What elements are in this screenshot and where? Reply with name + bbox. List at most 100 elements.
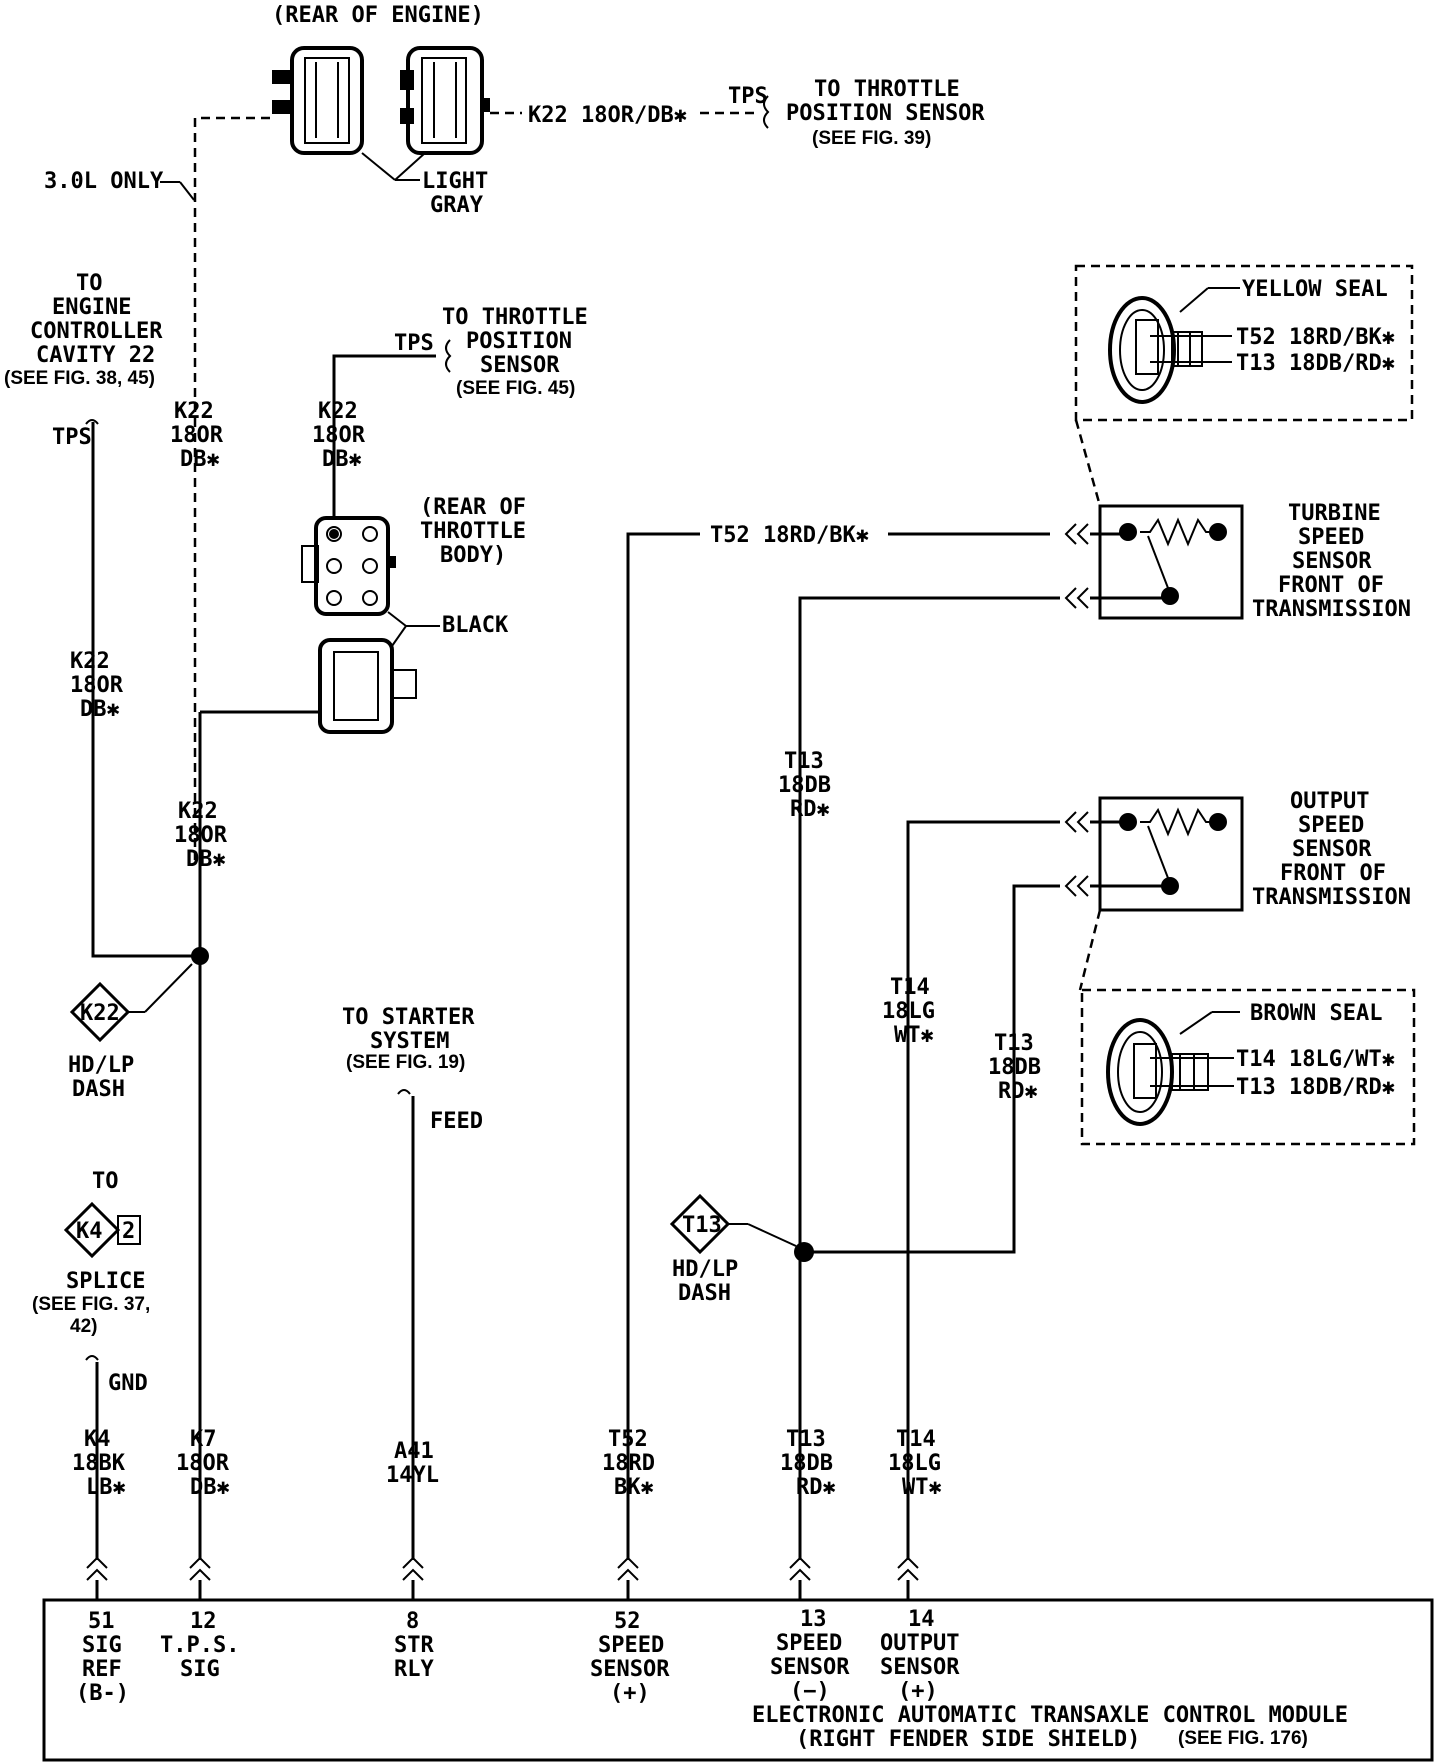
- svg-text:T52: T52: [608, 1427, 648, 1452]
- k22-diamond: K22 HD/LP DASH: [68, 963, 193, 1102]
- label-throttle-top-1: TO THROTTLE: [814, 77, 960, 102]
- yellow-seal-box: YELLOW SEAL T52 18RD/BK✱ T13 18DB/RD✱: [1074, 264, 1414, 422]
- svg-text:18LG: 18LG: [882, 999, 935, 1024]
- svg-text:SENSOR: SENSOR: [1292, 549, 1372, 574]
- svg-text:SPEED: SPEED: [1298, 813, 1364, 838]
- svg-text:SIG: SIG: [82, 1633, 122, 1658]
- k22-label-d: K22 18OR DB✱: [174, 799, 228, 872]
- svg-text:T13: T13: [994, 1031, 1034, 1056]
- label-tps-mid: TPS: [394, 331, 434, 356]
- svg-text:18OR: 18OR: [170, 423, 224, 448]
- svg-text:18OR: 18OR: [174, 823, 228, 848]
- svg-text:FRONT OF: FRONT OF: [1280, 861, 1386, 886]
- label-tps-top: TPS: [728, 84, 768, 109]
- svg-text:51: 51: [88, 1609, 115, 1634]
- svg-text:WT✱: WT✱: [894, 1023, 934, 1048]
- svg-text:(SEE FIG. 176): (SEE FIG. 176): [1178, 1728, 1308, 1749]
- splice-dot-k22: [191, 947, 209, 965]
- svg-text:RD✱: RD✱: [998, 1079, 1038, 1104]
- svg-text:TURBINE: TURBINE: [1288, 501, 1381, 526]
- svg-text:HD/LP: HD/LP: [672, 1257, 738, 1282]
- svg-text:SENSOR: SENSOR: [480, 353, 560, 378]
- svg-text:(SEE FIG. 37,: (SEE FIG. 37,: [32, 1294, 150, 1315]
- output-speed-sensor: [1064, 796, 1244, 912]
- svg-text:18LG: 18LG: [888, 1451, 941, 1476]
- bottom-connector-chevrons: [86, 1556, 919, 1581]
- t13-diamond: T13 HD/LP DASH: [669, 1193, 797, 1306]
- svg-text:RLY: RLY: [394, 1657, 434, 1682]
- svg-text:BODY): BODY): [440, 543, 506, 568]
- label-throttle-top-2: POSITION SENSOR: [786, 101, 985, 126]
- svg-text:RD✱: RD✱: [790, 797, 830, 822]
- svg-text:TO THROTTLE: TO THROTTLE: [442, 305, 588, 330]
- svg-text:K22: K22: [70, 649, 110, 674]
- brown-seal-box: BROWN SEAL T14 18LG/WT✱ T13 18DB/RD✱: [1080, 988, 1416, 1146]
- label-3.0l-only: 3.0L ONLY: [44, 169, 164, 194]
- svg-text:GND: GND: [108, 1371, 148, 1396]
- svg-text:14: 14: [908, 1607, 935, 1632]
- svg-text:POSITION: POSITION: [466, 329, 572, 354]
- svg-text:18DB: 18DB: [778, 773, 831, 798]
- svg-text:18OR: 18OR: [70, 673, 124, 698]
- svg-text:8: 8: [406, 1609, 419, 1634]
- svg-text:T13 18DB/RD✱: T13 18DB/RD✱: [1236, 1075, 1395, 1100]
- svg-text:(SEE FIG. 19): (SEE FIG. 19): [346, 1052, 465, 1073]
- rear-engine-connector: (REAR OF ENGINE) LIGHT GRAY: [272, 3, 490, 218]
- svg-text:18OR: 18OR: [312, 423, 366, 448]
- svg-text:K4: K4: [76, 1219, 103, 1244]
- svg-text:SENSOR: SENSOR: [1292, 837, 1372, 862]
- svg-text:DASH: DASH: [678, 1281, 731, 1306]
- svg-text:T13: T13: [786, 1427, 826, 1452]
- svg-text:K22: K22: [178, 799, 218, 824]
- svg-text:(RIGHT FENDER SIDE SHIELD): (RIGHT FENDER SIDE SHIELD): [796, 1727, 1140, 1752]
- engine-controller-label: TO ENGINE CONTROLLER CAVITY 22 (SEE FIG.…: [4, 271, 163, 389]
- label-rear-of-engine: (REAR OF ENGINE): [272, 3, 484, 28]
- svg-text:12: 12: [190, 1609, 217, 1634]
- svg-text:SPEED: SPEED: [776, 1631, 842, 1656]
- svg-text:T13: T13: [784, 749, 824, 774]
- wire-t13-output: [804, 884, 1060, 1254]
- svg-text:52: 52: [614, 1609, 641, 1634]
- svg-text:K22: K22: [318, 399, 358, 424]
- svg-text:T.P.S.: T.P.S.: [160, 1633, 239, 1658]
- svg-text:CONTROLLER: CONTROLLER: [30, 319, 163, 344]
- svg-text:SPLICE: SPLICE: [66, 1269, 145, 1294]
- transaxle-control-module: 51 SIG REF (B-) 12 T.P.S. SIG 8 STR RLY …: [42, 1598, 1434, 1762]
- svg-text:18DB: 18DB: [988, 1055, 1041, 1080]
- svg-text:THROTTLE: THROTTLE: [420, 519, 526, 544]
- svg-text:FRONT OF: FRONT OF: [1278, 573, 1384, 598]
- svg-text:TO: TO: [76, 271, 103, 296]
- svg-text:BROWN SEAL: BROWN SEAL: [1250, 1001, 1382, 1026]
- svg-text:STR: STR: [394, 1633, 434, 1658]
- svg-text:(REAR OF: (REAR OF: [420, 495, 526, 520]
- svg-text:YELLOW SEAL: YELLOW SEAL: [1242, 277, 1388, 302]
- label-k22-top: K22 18OR/DB✱: [528, 103, 687, 128]
- wire-tps-left: [91, 422, 200, 958]
- label-gray: GRAY: [430, 193, 484, 218]
- svg-text:REF: REF: [82, 1657, 122, 1682]
- svg-text:18OR: 18OR: [176, 1451, 230, 1476]
- label-throttle-top-3: (SEE FIG. 39): [812, 128, 931, 149]
- svg-text:FEED: FEED: [430, 1109, 483, 1134]
- svg-text:SENSOR: SENSOR: [770, 1655, 850, 1680]
- svg-text:RD✱: RD✱: [796, 1475, 836, 1500]
- label-tps-left: TPS: [52, 425, 92, 450]
- svg-text:13: 13: [800, 1607, 827, 1632]
- label-light: LIGHT: [422, 169, 488, 194]
- wire-t52: [626, 532, 700, 1560]
- svg-text:A41: A41: [394, 1439, 434, 1464]
- svg-text:DB✱: DB✱: [322, 447, 362, 472]
- k22-label-b: K22 18OR DB✱: [312, 399, 366, 472]
- svg-text:SYSTEM: SYSTEM: [370, 1029, 449, 1054]
- svg-text:T13: T13: [682, 1213, 722, 1238]
- svg-text:18DB: 18DB: [780, 1451, 833, 1476]
- svg-text:CAVITY 22: CAVITY 22: [36, 343, 155, 368]
- label-black: BLACK: [442, 613, 509, 638]
- svg-text:TRANSMISSION: TRANSMISSION: [1252, 597, 1411, 622]
- svg-text:ENGINE: ENGINE: [52, 295, 131, 320]
- svg-text:T52 18RD/BK✱: T52 18RD/BK✱: [710, 523, 869, 548]
- svg-text:TO STARTER: TO STARTER: [342, 1005, 475, 1030]
- svg-text:18RD: 18RD: [602, 1451, 655, 1476]
- svg-text:2: 2: [122, 1219, 135, 1244]
- wire-t14: [906, 820, 1060, 1560]
